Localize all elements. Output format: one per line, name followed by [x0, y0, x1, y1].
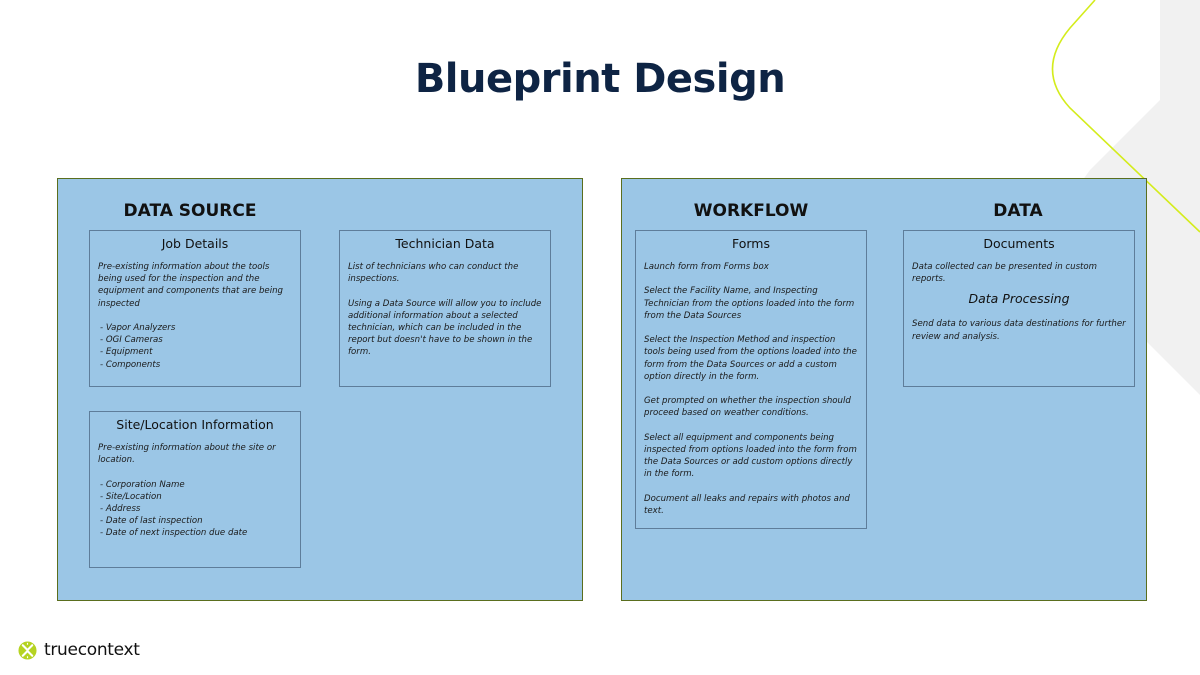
- list-item: Site/Location: [100, 491, 292, 503]
- list-item: OGI Cameras: [100, 334, 292, 346]
- workflow-data-panel: WORKFLOW DATA Forms Launch form from For…: [621, 178, 1147, 601]
- documents-title: Documents: [983, 236, 1055, 251]
- job-details-list: Vapor Analyzers OGI Cameras Equipment Co…: [98, 322, 292, 371]
- forms-step: Get prompted on whether the inspection s…: [644, 396, 851, 419]
- logo-wordmark: truecontext: [44, 640, 140, 660]
- forms-step: Select the Inspection Method and inspect…: [644, 335, 857, 382]
- documents-card: Documents Data collected can be presente…: [903, 230, 1135, 387]
- site-location-card: Site/Location Information Pre-existing i…: [89, 411, 301, 568]
- data-processing-description: Send data to various data destinations f…: [912, 319, 1126, 342]
- forms-step: Launch form from Forms box: [644, 262, 769, 272]
- list-item: Date of next inspection due date: [100, 527, 292, 539]
- list-item: Vapor Analyzers: [100, 322, 292, 334]
- technician-data-card: Technician Data List of technicians who …: [339, 230, 551, 387]
- site-location-list: Corporation Name Site/Location Address D…: [98, 479, 292, 540]
- forms-title: Forms: [731, 236, 770, 251]
- forms-step: Select the Facility Name, and Inspecting…: [644, 286, 855, 321]
- list-item: Corporation Name: [100, 479, 292, 491]
- site-location-description: Pre-existing information about the site …: [98, 443, 276, 466]
- list-item: Date of last inspection: [100, 515, 292, 527]
- technician-data-paragraph: Using a Data Source will allow you to in…: [348, 298, 542, 358]
- documents-description: Data collected can be presented in custo…: [912, 262, 1098, 285]
- data-source-heading: DATA SOURCE: [123, 201, 257, 221]
- list-item: Address: [100, 503, 292, 515]
- forms-step: Document all leaks and repairs with phot…: [644, 493, 850, 516]
- technician-data-title: Technician Data: [395, 236, 495, 251]
- forms-card: Forms Launch form from Forms box Select …: [635, 230, 867, 529]
- data-source-panel: DATA SOURCE Job Details Pre-existing inf…: [57, 178, 583, 601]
- forms-step: Select all equipment and components bein…: [644, 432, 857, 480]
- list-item: Equipment: [100, 346, 292, 358]
- data-heading: DATA: [993, 201, 1043, 221]
- technician-data-paragraph: List of technicians who can conduct the …: [348, 262, 519, 285]
- data-processing-title: Data Processing: [968, 291, 1070, 307]
- job-details-description: Pre-existing information about the tools…: [98, 262, 283, 309]
- workflow-heading: WORKFLOW: [693, 201, 809, 221]
- truecontext-x-logo-icon: [18, 640, 37, 660]
- job-details-title: Job Details: [161, 236, 229, 251]
- page-title: Blueprint Design: [414, 56, 786, 102]
- job-details-card: Job Details Pre-existing information abo…: [89, 230, 301, 387]
- truecontext-logo: truecontext: [18, 640, 140, 660]
- site-location-title: Site/Location Information: [116, 417, 274, 432]
- list-item: Components: [100, 359, 292, 371]
